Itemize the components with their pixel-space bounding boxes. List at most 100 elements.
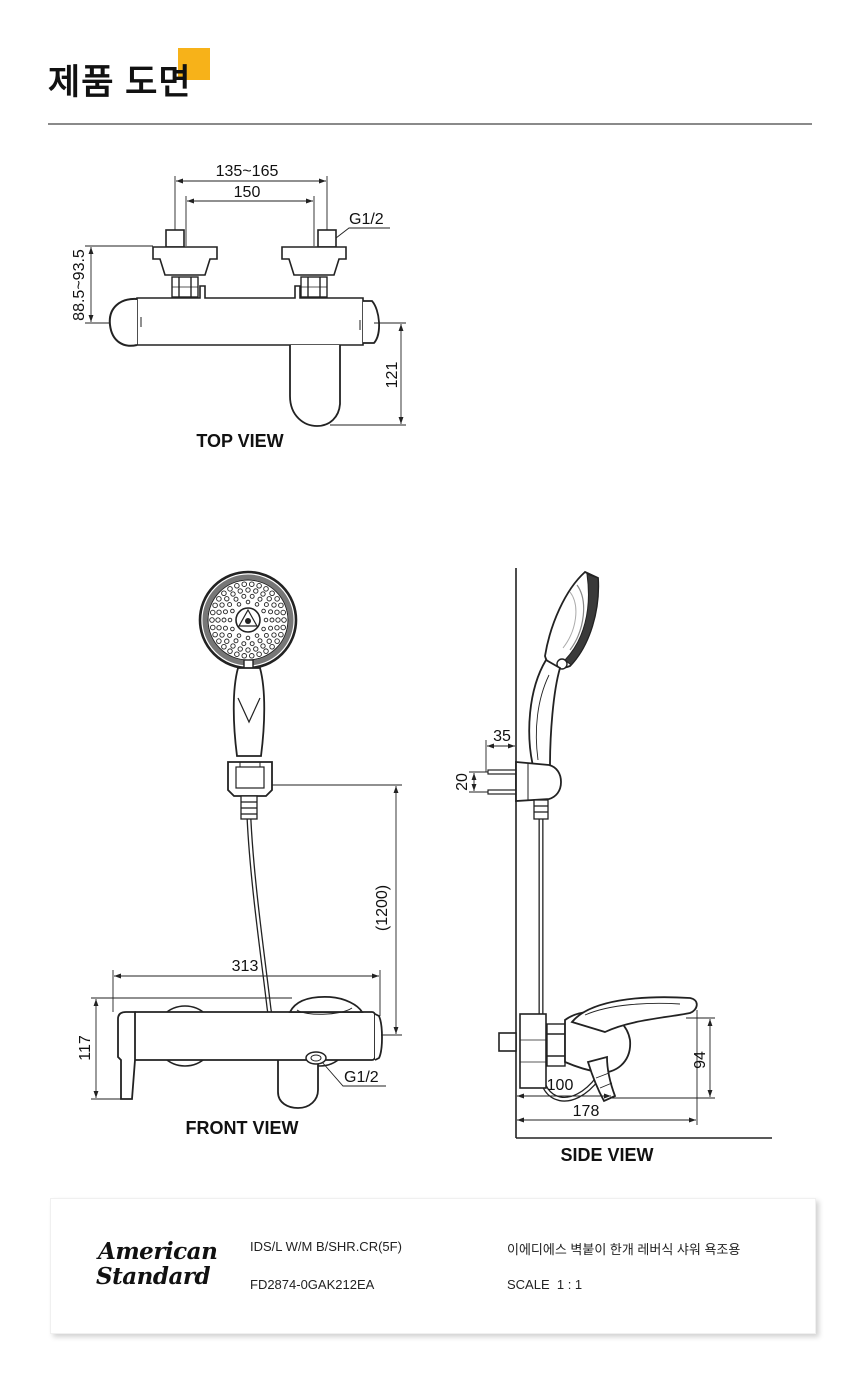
top-dim-depth [330,322,406,426]
top-left-cap [108,297,138,347]
nozzle-dot [257,638,263,644]
nozzle-dot [281,617,287,623]
top-dim-outer-label: 135~165 [216,163,279,180]
nozzle-dot [280,609,286,616]
title-accent-square [178,48,210,80]
nozzle-dot [263,617,269,623]
nozzle-dot [219,602,225,608]
nozzle-dot [216,638,222,644]
side-dim-spout-label: 100 [547,1077,574,1094]
nozzle-dot [263,586,269,592]
nozzle-dot [221,644,227,650]
nozzle-dot [249,641,255,647]
side-dim-holder-depth-label: 35 [493,728,511,745]
nozzle-dot [263,632,269,638]
nozzle-dot [224,596,230,602]
nozzle-dot [245,635,251,641]
nozzle-dot [269,617,275,623]
side-dim-holder-height-label: 20 [454,773,471,791]
nozzle-dot [230,643,236,649]
nozzle-dot [215,617,221,623]
nozzle-dot [230,608,235,614]
top-dim-inner [185,196,315,246]
nozzle-dot [271,632,277,638]
nozzle-dot [275,617,281,623]
nozzle-dot [260,591,266,597]
left-nut [171,276,199,298]
nozzle-dot [274,596,280,602]
nozzle-dot [253,646,259,652]
nozzle-dot [263,648,269,654]
nozzle-dot [266,638,272,644]
nozzle-dot [245,647,251,653]
nozzle-dot [241,581,247,587]
nozzle-dot [253,588,259,594]
nozzle-dot [230,591,236,597]
front-view [91,570,402,1109]
left-flange [152,246,218,276]
nozzle-dot [269,590,275,597]
nozzle-dot [212,631,218,638]
nozzle-dot [245,587,251,593]
title-divider [48,123,812,125]
top-spout [289,345,341,427]
nozzle-dot [268,609,273,615]
scale-label: SCALE 1 : 1 [507,1277,583,1292]
side-nut [546,1023,566,1067]
nozzle-dot [269,644,275,650]
side-dim-lever-height [612,1017,715,1099]
nozzle-dot [249,593,255,599]
side-dim-lever [517,1010,698,1125]
nozzle-dot [233,638,239,644]
front-right-cap [374,1013,383,1061]
front-top-lever [288,995,364,1013]
top-thread-label: G1/2 [349,211,384,228]
top-dim-height [85,245,153,324]
side-wall-stub [498,1032,517,1052]
nozzle-dot [209,617,215,623]
nozzle-dot [249,581,255,587]
right-flange [281,246,347,276]
nozzle-dot [261,626,266,632]
nozzle-dot [234,651,240,657]
holder-pin-bottom [487,789,517,795]
nozzle-dot [221,590,227,597]
side-flange [519,1013,547,1089]
side-dim-holder-height [469,771,488,793]
side-lever [570,996,698,1033]
nozzle-dot [256,651,262,657]
nozzle-dot [219,632,225,638]
right-nut [300,276,328,298]
nozzle-dot [263,602,269,608]
nozzle-dot [216,596,222,602]
page-title: 제품 도면 [48,63,192,102]
side-hose-connector [533,799,549,820]
nozzle-dot [278,631,284,638]
nozzle-dot [230,626,235,632]
top-view [85,176,406,427]
nozzle-dot [237,588,243,594]
nozzle-dot [236,602,242,607]
nozzle-dot [224,638,230,644]
nozzle-dot [237,646,243,652]
front-thread-leader [321,1061,386,1087]
nozzle-dot [222,609,228,615]
nozzle-dot [241,641,247,647]
top-body [136,285,364,346]
nozzle-dot [266,596,272,602]
side-view-label: SIDE VIEW [560,1145,653,1165]
top-dim-depth-label: 121 [384,362,401,389]
nozzle-dot [227,648,233,654]
top-dim-height-label: 88.5~93.5 [71,249,88,321]
nozzle-dot [280,624,286,631]
front-hose-connector [240,795,258,820]
front-dim-hose [272,784,402,1036]
nozzle-dot [274,625,280,631]
nozzle-dot [271,602,277,608]
holder-pin-top [487,769,517,775]
nozzle-dot [241,593,247,599]
side-dim-lever-label: 178 [573,1103,600,1120]
nozzle-dot [254,633,260,638]
nozzle-dot [212,602,218,609]
top-dim-inner-label: 150 [234,184,261,201]
